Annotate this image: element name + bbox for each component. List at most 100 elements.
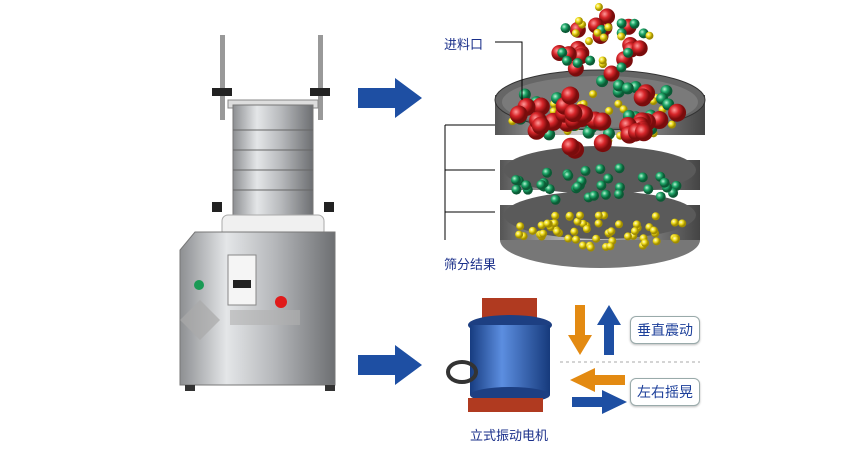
ball [603,173,614,184]
ball [605,106,614,115]
ball [595,164,606,175]
screening-result-label: 筛分结果 [444,258,497,273]
ball [616,18,627,29]
ball [571,235,580,244]
ball [589,90,598,99]
arrow-up-icon [597,305,621,355]
ball [573,217,582,226]
ball [593,134,612,153]
horizontal-swing-label: 左右摇晃 [630,378,700,406]
ball [604,23,613,32]
ball [614,163,625,174]
ball [582,225,591,234]
ball [510,174,521,185]
ball [544,184,555,195]
ball [509,105,528,124]
ball [606,242,615,251]
ball [643,184,654,195]
arrow-left-icon [570,368,625,392]
ball [578,241,587,250]
ball [655,191,666,202]
ball [607,227,616,236]
ball [531,97,550,116]
ball [536,179,547,190]
ball [557,47,568,58]
ball [617,32,626,41]
ball [570,227,579,236]
ball [563,170,574,181]
ball [599,33,608,42]
ball [616,62,627,73]
ball [649,226,658,235]
arrow-right-icon [358,345,422,385]
ball [594,211,603,220]
ball [586,243,595,252]
ball [645,31,654,40]
ball [572,181,583,192]
ball [593,28,602,37]
ball [575,211,584,220]
sieve-stack-diagram [444,3,706,268]
arrow-down-icon [568,305,592,355]
ball [613,189,624,200]
ball [551,211,560,220]
ball [561,137,580,156]
ball [633,88,652,107]
ball [596,180,607,191]
ball [580,165,591,176]
ball [600,189,611,200]
ball [594,3,603,12]
ball [515,230,524,239]
vibration-motor [446,298,552,412]
ball [599,8,616,25]
ball [621,82,634,95]
ball [550,194,561,205]
ball [623,47,634,58]
ball [668,103,687,122]
ball [561,86,580,105]
ball [670,218,679,227]
arrow-right-icon [572,390,627,414]
ball [561,55,572,66]
ball [614,220,623,229]
ball [634,123,653,142]
arrow-right-icon [358,78,422,118]
ball [629,18,640,29]
motor-label: 立式振动电机 [470,429,549,444]
ball [659,177,670,188]
ball [571,29,580,38]
ball [651,212,660,221]
ball [553,227,562,236]
ball [585,55,596,66]
ball [574,16,583,25]
ball [531,116,550,135]
ball [641,239,650,248]
ball [630,227,639,236]
ball [539,229,548,238]
ball [667,120,676,129]
ball [565,211,574,220]
ball [593,112,612,131]
ball [632,220,641,229]
vertical-vibration-label: 垂直震动 [630,316,700,344]
ball [589,190,600,201]
ball [671,235,680,244]
ball [564,104,583,123]
ball [528,226,537,235]
ball [572,57,583,68]
ball [594,219,603,228]
ball [564,234,573,243]
ball [623,232,632,241]
ball [678,219,687,228]
ball [560,23,571,34]
ball [614,99,623,108]
ball [582,126,595,139]
ball [652,237,661,246]
ball [542,167,553,178]
ball [585,37,594,46]
sieve-shaker-machine [179,35,336,391]
ball [603,65,620,82]
ball [516,222,525,231]
feed-inlet-label: 进料口 [444,38,484,53]
